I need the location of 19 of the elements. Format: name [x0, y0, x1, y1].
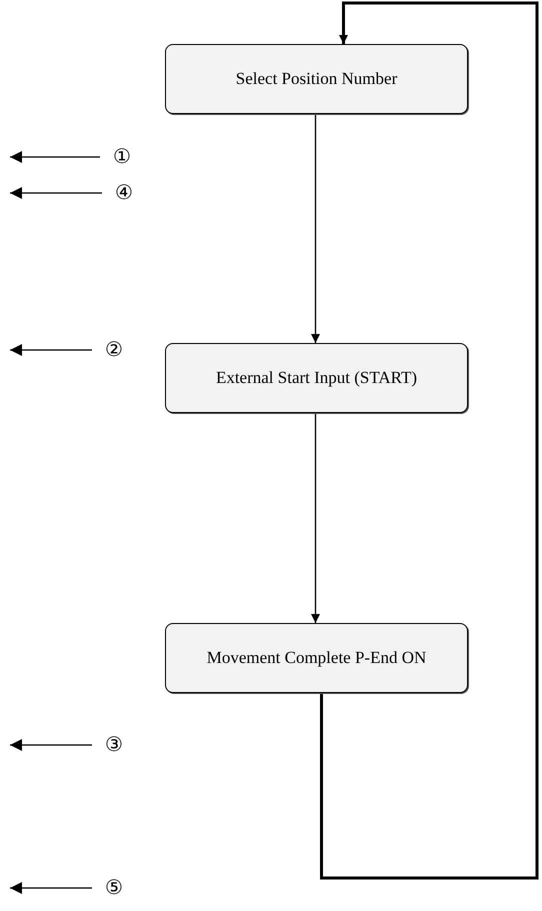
leader-arrow — [10, 151, 100, 163]
leader-arrow — [10, 882, 92, 894]
leader-arrow — [10, 344, 92, 356]
process-box — [165, 343, 468, 413]
leader-arrow — [10, 739, 92, 751]
arrow — [320, 2, 538, 880]
process-box — [165, 44, 468, 114]
process-box — [165, 623, 468, 693]
callout-number: ① — [110, 145, 134, 169]
callout-number: ⑤ — [102, 876, 126, 900]
box-label: Movement Complete P-End ON — [206, 646, 426, 669]
arrow — [311, 413, 320, 623]
box-label: External Start Input (START) — [216, 366, 418, 389]
callout-number: ③ — [102, 733, 126, 757]
leader-arrow — [10, 187, 102, 199]
box-label: Select Position Number — [236, 68, 398, 90]
callout-number: ④ — [112, 181, 136, 205]
arrow — [311, 114, 320, 343]
callout-number: ② — [102, 338, 126, 362]
